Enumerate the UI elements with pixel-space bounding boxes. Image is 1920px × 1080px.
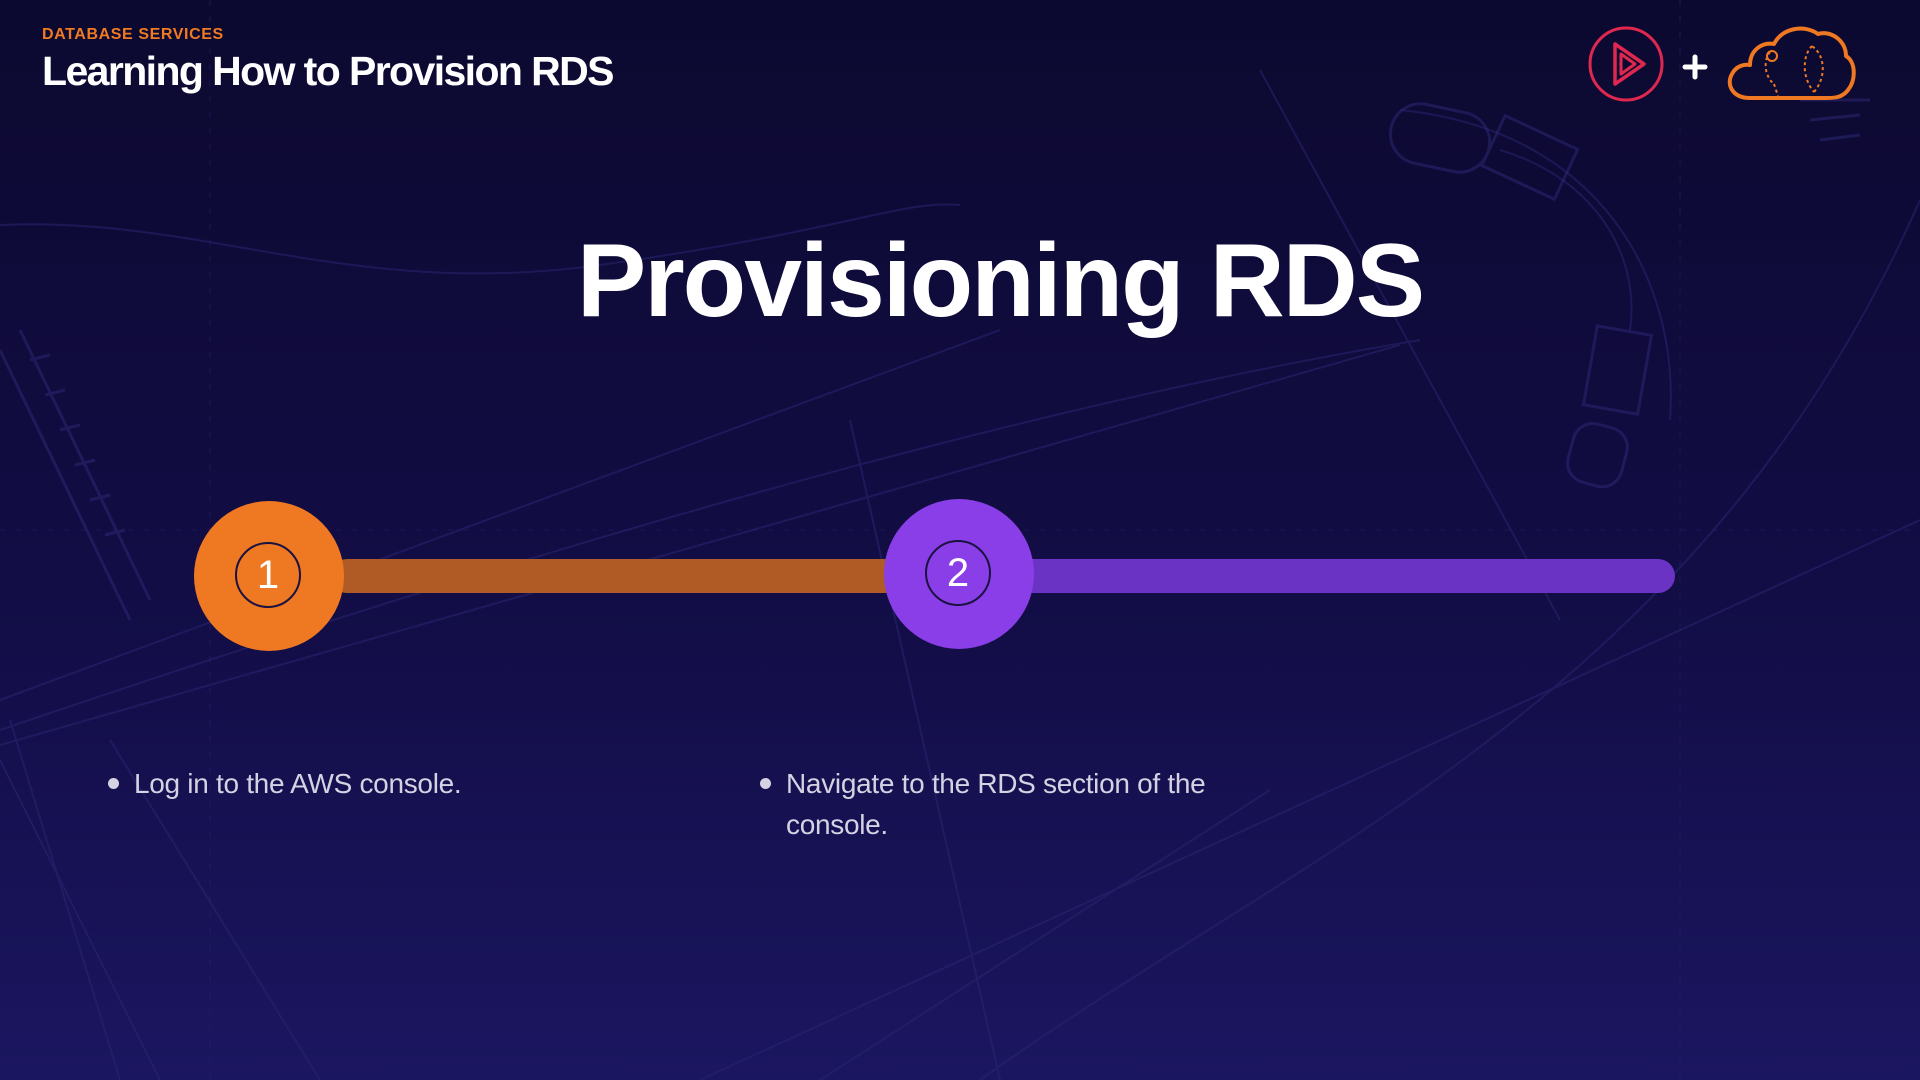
step-2-marker: 2 [884,499,1034,649]
step-2-bullet: Navigate to the RDS section of the conso… [760,763,1206,845]
step-1-bullet: Log in to the AWS console. [108,763,462,804]
step-1-marker: 1 [194,501,344,651]
brand-logos [1570,20,1870,104]
step-2-progress-track [990,559,1675,593]
slide-title: Provisioning RDS [576,223,1425,339]
step-2-bullet-text: Navigate to the RDS section of the conso… [786,768,1206,840]
play-icon [1588,26,1664,102]
step-1-ring: 1 [235,542,301,608]
step-1-bullet-text: Log in to the AWS console. [134,768,462,799]
bullet-dot [760,778,771,789]
step-1-number: 1 [256,553,280,597]
step-1-progress-track [330,559,930,593]
step-2-ring: 2 [925,540,991,606]
step-2-number: 2 [946,551,970,595]
bullet-dot [108,778,119,789]
section-kicker: DATABASE SERVICES [42,26,224,43]
plus-icon [1682,54,1708,80]
course-title: Learning How to Provision RDS [42,48,615,94]
cloud-icon [1727,26,1856,100]
